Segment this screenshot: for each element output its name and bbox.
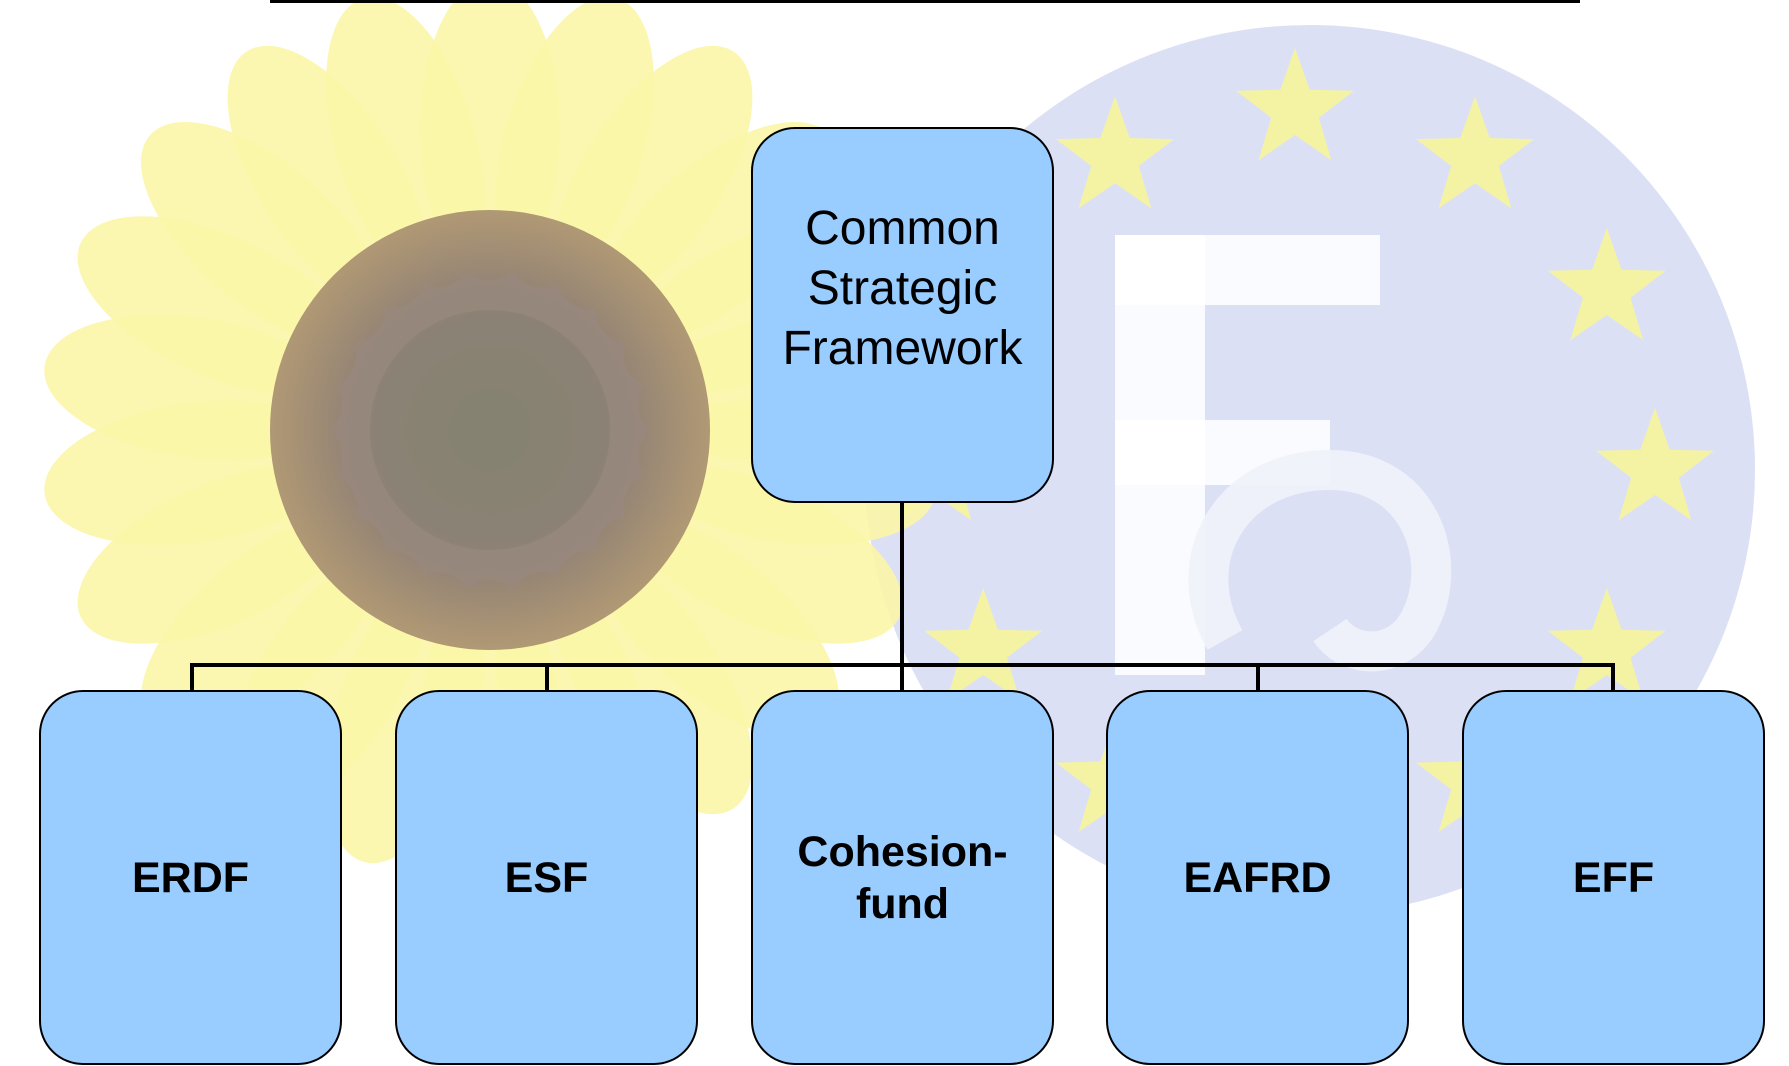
node-esf: ESF [395, 690, 698, 1065]
node-erdf: ERDF [39, 690, 342, 1065]
node-label: Common Strategic Framework [782, 202, 1023, 375]
eu-star-icon [1547, 228, 1666, 341]
eu-star-icon [1596, 408, 1714, 521]
eu-star-icon [1416, 96, 1534, 209]
node-label: EFF [1572, 853, 1655, 902]
sunflower-center [270, 210, 710, 650]
node-cohesion-fund: Cohesion-fund [751, 690, 1054, 1065]
eu-logo-letter-e-top [1115, 235, 1380, 305]
title-underline [270, 0, 1580, 3]
eu-star-icon [1056, 96, 1174, 209]
node-label: ERDF [131, 853, 250, 902]
eu-star-icon [924, 588, 1043, 701]
node-label: Cohesion-fund [797, 827, 1008, 928]
eu-star-icon [1547, 588, 1666, 701]
node-common-strategic-framework: Common Strategic Framework [751, 127, 1054, 503]
node-eafrd: EAFRD [1106, 690, 1409, 1065]
eu-star-icon [1236, 48, 1354, 161]
eu-logo-curve [1188, 449, 1452, 672]
node-label: EAFRD [1183, 853, 1332, 902]
node-label: ESF [504, 853, 589, 902]
node-eff: EFF [1462, 690, 1765, 1065]
